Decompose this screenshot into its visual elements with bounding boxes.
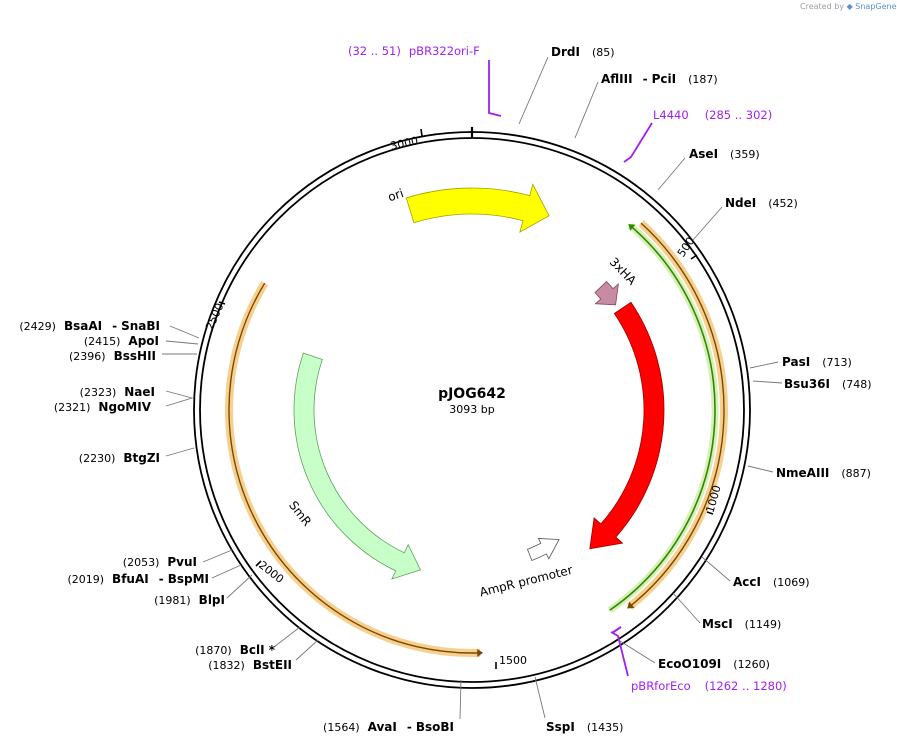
- orf-orange-right-arrowhead: [627, 601, 635, 609]
- tick-label-2500: 2500: [203, 301, 226, 332]
- orf-arc-orange-right-line: [629, 222, 725, 608]
- site-bfuai-bspmi[interactable]: (2019)BfuAI-BspMI: [67, 572, 209, 586]
- site-apoi[interactable]: (2415)ApoI: [84, 334, 159, 348]
- site-bsshii[interactable]: (2396)BssHII: [69, 349, 156, 363]
- primer-l4440-name: L4440: [653, 108, 689, 122]
- site-nmeaiii[interactable]: NmeAIII(887): [776, 466, 871, 480]
- site-acci[interactable]: AccI(1069): [733, 575, 810, 589]
- credit-brand: SnapGene: [855, 2, 897, 11]
- leader-ndei: [692, 206, 723, 241]
- feature-label-tagrfp-t: TagRFP-T: [670, 383, 695, 439]
- leader-drdi: [518, 56, 549, 125]
- site-afliii-pcii[interactable]: AflIII-PciI(187): [601, 72, 718, 86]
- leader-bsu36i: [752, 380, 783, 384]
- feature-label-ampr-promoter: AmpR promoter: [478, 563, 574, 600]
- primer-pbrforeco-name: pBRforEco: [631, 679, 691, 693]
- site-ngomiv[interactable]: (2321)NgoMIV: [54, 400, 152, 414]
- feature-smr[interactable]: [293, 352, 422, 580]
- leader-nae-ngomiv: [165, 390, 194, 407]
- leader-bsteii: [295, 639, 319, 661]
- leader-asei: [657, 157, 686, 191]
- primer-l4440-range: (285 .. 302): [705, 108, 773, 122]
- site-msci[interactable]: MscI(1149): [702, 617, 781, 631]
- site-pvui[interactable]: (2053)PvuI: [123, 555, 197, 569]
- primer-pbr322ori-f-marker[interactable]: [488, 60, 502, 117]
- orf-arc-orange-left-line: [228, 282, 481, 654]
- leader-pvui: [202, 549, 233, 563]
- primer-pbrforeco-range: (1262 .. 1280): [705, 679, 787, 693]
- leader-bfuai: [211, 564, 242, 579]
- site-sspi[interactable]: SspI(1435): [546, 720, 623, 734]
- site-bsteii[interactable]: (1832)BstEII: [208, 658, 292, 672]
- site-leaders: [162, 56, 783, 720]
- tick-label-1000: 1000: [704, 484, 724, 514]
- orf-green-arrowhead: [628, 223, 636, 231]
- site-ndei[interactable]: NdeI(452): [725, 196, 798, 210]
- leader-acci: [701, 556, 731, 582]
- site-ecoo109i[interactable]: EcoO109I(1260): [658, 657, 770, 671]
- feature-label-smr: SmR: [286, 498, 314, 528]
- primer-l4440-marker[interactable]: [623, 122, 653, 163]
- primer-pbr322ori-f-label: (32 .. 51) pBR322ori-F: [348, 44, 480, 58]
- feature-tagrfp-t[interactable]: [589, 301, 665, 550]
- feature-ampr-promoter[interactable]: [526, 538, 560, 562]
- leader-sspi: [534, 676, 546, 719]
- site-bsaai-snabi[interactable]: (2429)BsaAI-SnaBI: [19, 319, 160, 333]
- site-asei[interactable]: AseI(359): [689, 147, 760, 161]
- tick-mark-2000: [255, 560, 262, 567]
- snapgene-logo: ◆ SnapGene: [846, 2, 897, 11]
- feature-label-ori: ori: [386, 186, 405, 204]
- leader-btgzi: [165, 447, 195, 457]
- primer-pbrforeco-label: pBRforEco (1262 .. 1280): [631, 679, 787, 693]
- site-pasi[interactable]: PasI(713): [782, 355, 852, 369]
- primer-pbrforeco-marker[interactable]: [610, 631, 629, 677]
- leader-apoi: [165, 340, 199, 345]
- leader-avai: [459, 679, 462, 720]
- site-avai-bsobi[interactable]: (1564)AvaI-BsoBI: [323, 720, 454, 734]
- feature-ori[interactable]: [405, 183, 550, 233]
- tick-mark-3000: [420, 128, 423, 137]
- site-bcli[interactable]: (1870)BclI *: [195, 643, 276, 657]
- tick-label-3000: 3000: [389, 134, 419, 153]
- orf-arc-outer-green-line: [609, 225, 716, 611]
- leader-msci: [672, 592, 701, 624]
- site-bsu36i[interactable]: Bsu36I(748): [784, 377, 872, 391]
- credit-prefix: Created by: [800, 2, 845, 11]
- site-drdi[interactable]: DrdI(85): [551, 45, 615, 59]
- plasmid-name: pJOG642: [438, 386, 506, 402]
- tick-mark-2500: [218, 301, 226, 305]
- tick-label-1500: 1500: [499, 654, 527, 667]
- site-naei[interactable]: (2323)NaeI: [80, 385, 155, 399]
- primer-pbr322ori-f-range: (32 .. 51): [348, 44, 401, 58]
- leader-nmeaiii: [747, 465, 774, 473]
- primer-pbr322ori-f-name: pBR322ori-F: [409, 44, 480, 58]
- leader-pasi: [749, 361, 779, 369]
- orf-orange-left-arrowhead: [477, 648, 484, 657]
- leader-afliii: [574, 81, 599, 139]
- tick-mark-500: [690, 254, 698, 260]
- primer-pbrforeco-bind: [611, 626, 622, 634]
- leader-bsaai: [169, 325, 200, 339]
- feature-label-3xha: 3xHA: [607, 255, 640, 288]
- leader-blpi: [226, 574, 253, 599]
- site-btgzi[interactable]: (2230)BtgZI: [79, 451, 160, 465]
- snapgene-credit: Created by ◆ SnapGene: [800, 2, 897, 11]
- site-blpi[interactable]: (1981)BlpI: [154, 593, 225, 607]
- primer-l4440-label: L4440 (285 .. 302): [653, 108, 772, 122]
- feature-3xha[interactable]: [594, 280, 619, 306]
- leader-ecoo109i: [619, 640, 656, 664]
- plasmid-length: 3093 bp: [449, 403, 494, 416]
- leader-bcli: [273, 626, 301, 648]
- tick-mark-1000: [706, 511, 714, 515]
